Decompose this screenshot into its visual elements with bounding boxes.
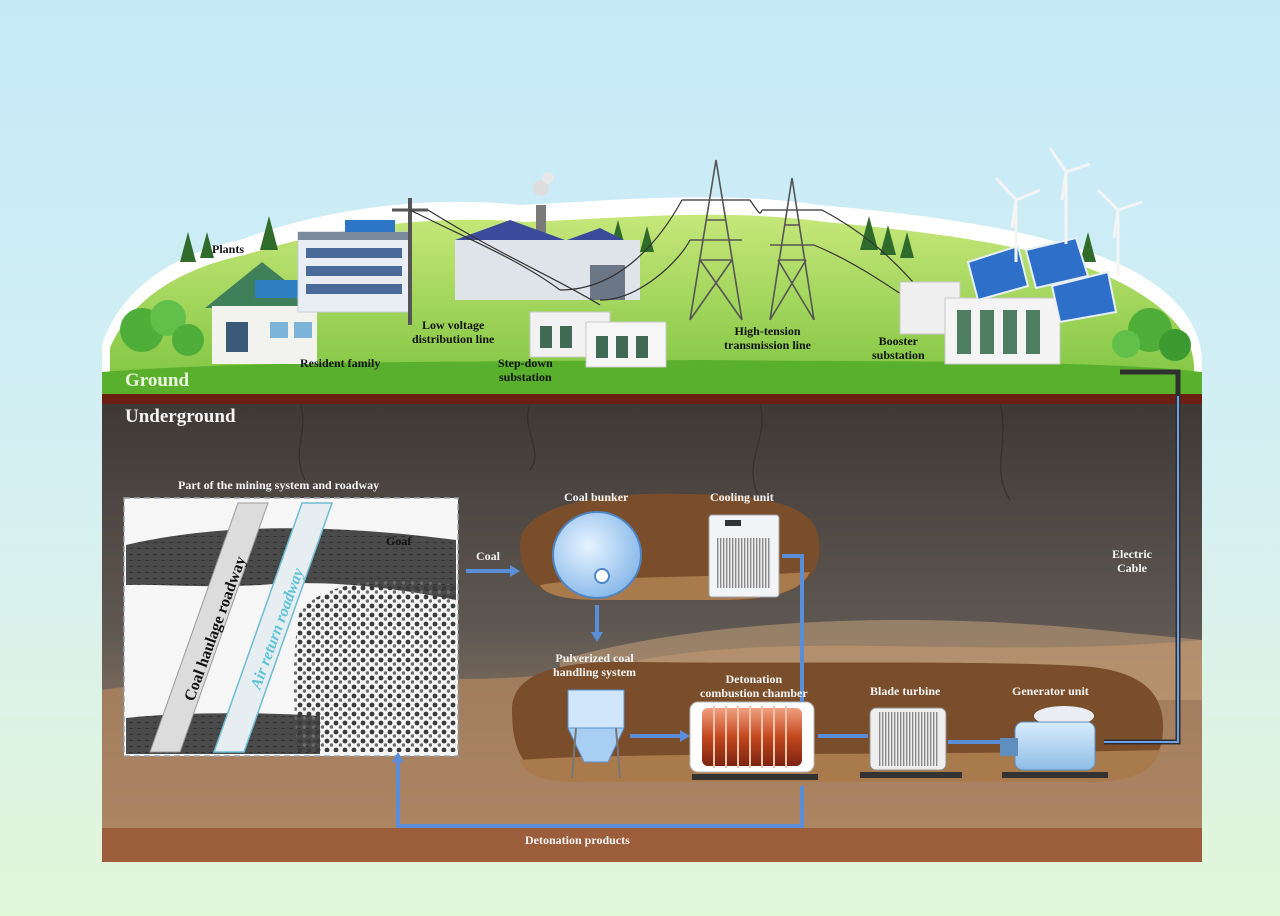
detonation-chamber-label-line2: combustion chamber [700,686,808,700]
step-down-substation-label: Step-down substation [498,356,553,384]
flow-arrowheads [392,565,690,762]
pulverized-coal-hopper [567,689,625,779]
topsoil-band [102,394,1202,404]
detonation-products-return [396,762,804,828]
booster-substation-unit [899,281,1061,365]
flow-pipes [396,554,1000,828]
high-tension-line-label: High-tension transmission line [724,324,811,352]
air-return-roadway-shape [212,502,334,753]
pulverized-coal-label: Pulverized coal handling system [553,651,636,679]
coal-haulage-roadway-shape [149,502,269,753]
step-down-label-line1: Step-down [498,356,553,370]
detonation-chamber-label: Detonation combustion chamber [700,672,808,700]
electric-cable-label: Electric Cable [1112,547,1152,575]
power-lines [409,199,921,306]
high-tension-label-line1: High-tension [734,324,801,338]
detonation-chamber-body [689,701,818,780]
bedrock-band [102,828,1202,862]
grass-fringe [102,360,1202,400]
mining-system-title: Part of the mining system and roadway [178,478,380,492]
generator-unit-label: Generator unit [1012,684,1089,698]
tree-line [180,216,1096,262]
booster-substation-label: Booster substation [872,334,925,362]
foreground-trees [120,300,1191,361]
resident-family-label: Resident family [300,356,381,370]
mining-system-box [123,497,459,757]
low-voltage-line-label: Low voltage distribution line [412,318,494,346]
pulverized-coal-label-line2: handling system [553,665,637,679]
low-voltage-line-label-line1: Low voltage [422,318,485,332]
step-down-label-line2: substation [499,370,552,384]
booster-label-line1: Booster [878,334,918,348]
underground-label: Underground [125,406,236,427]
coal-flow-label: Coal [476,549,500,563]
detonation-products-label: Detonation products [525,833,630,847]
wind-turbines [994,147,1143,276]
electric-cable-label-line2: Cable [1116,561,1147,575]
lower-tunnel-floor [520,750,1160,782]
cooling-unit-label: Cooling unit [710,490,774,504]
coal-bunker-label: Coal bunker [564,490,629,504]
ground-label: Ground [125,370,190,391]
low-voltage-line-label-line2: distribution line [412,332,495,346]
electric-cable-core [1104,396,1179,743]
goaf-label: Goaf [386,534,412,548]
office-building [297,220,411,313]
blade-turbine-body [860,707,962,778]
pulverized-coal-label-line1: Pulverized coal [555,651,634,665]
detonation-chamber-label-line1: Detonation [725,672,783,686]
transmission-towers [682,159,822,321]
root-lines [298,403,1011,501]
booster-label-line2: substation [872,348,925,362]
resident-house [205,262,320,364]
high-tension-label-line2: transmission line [724,338,812,352]
electric-cable-label-line1: Electric [1112,547,1152,561]
blade-turbine-label: Blade turbine [870,684,941,698]
coal-bunker-tank [552,511,642,599]
step-down-substation-unit [529,311,667,368]
factory [455,172,640,300]
solar-panels [966,236,1118,324]
generator-unit-body [1000,706,1108,778]
cooling-pipe [782,554,804,702]
cooling-unit-box [708,514,780,598]
plants-label: Plants [212,242,245,256]
